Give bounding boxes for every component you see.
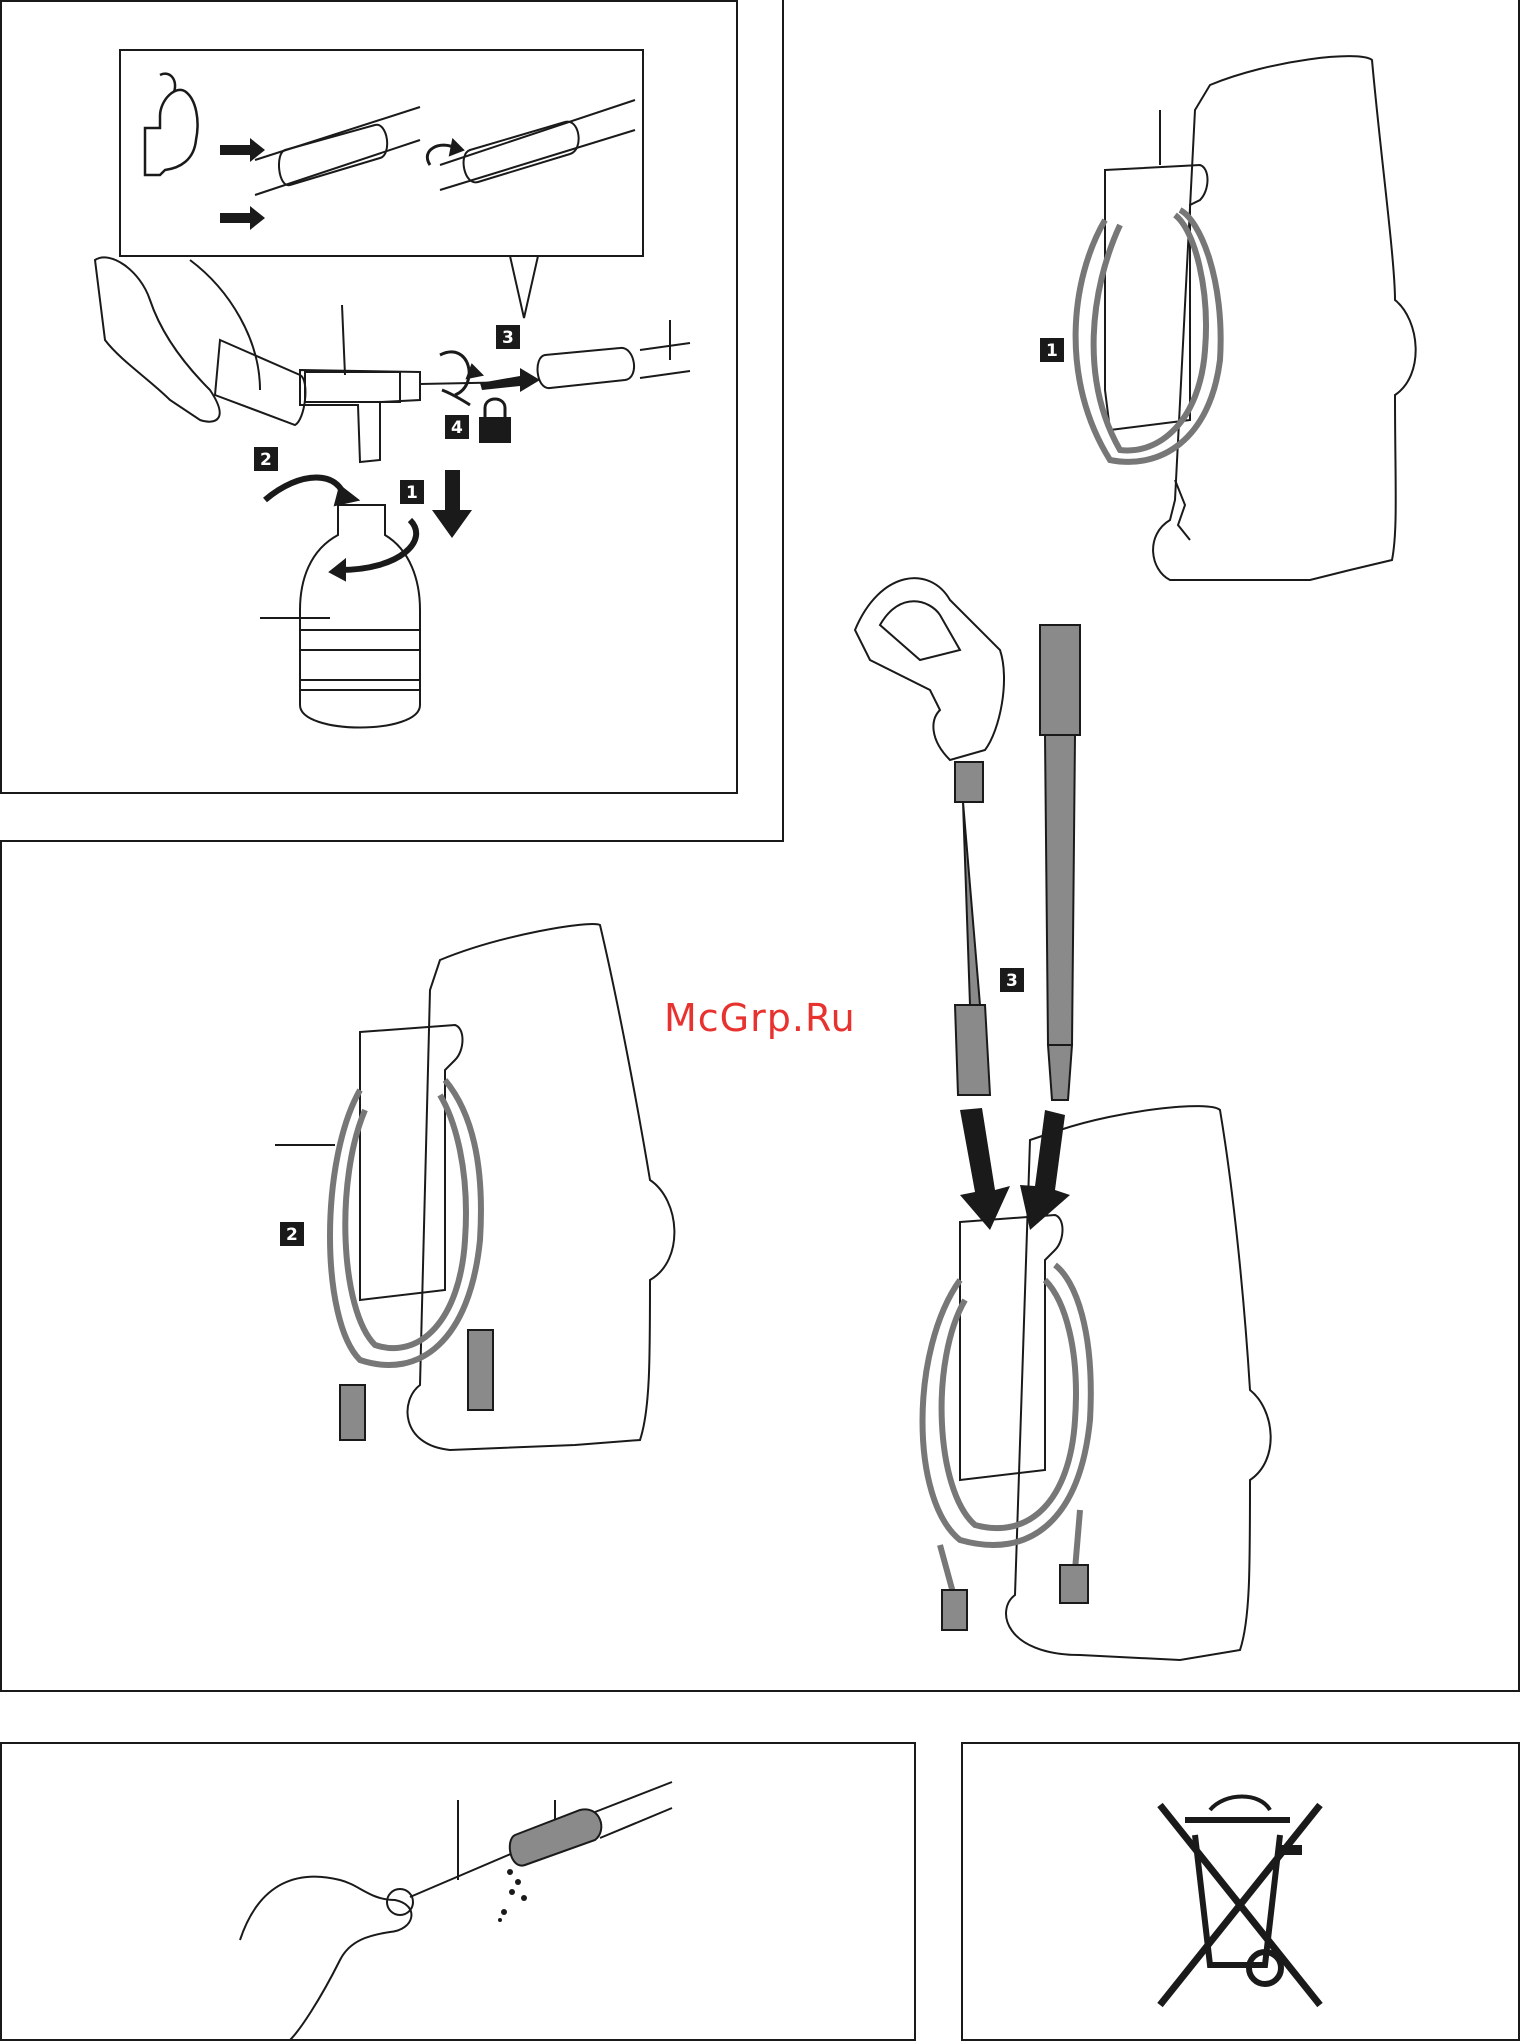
svg-text:3: 3 [502, 328, 514, 348]
push-arrows [220, 138, 265, 230]
panel-nozzle-cleaning [0, 1742, 916, 2041]
frame-border-panel3-left [0, 840, 2, 1692]
step-badge-1-right: 1 [1040, 338, 1064, 362]
machine-with-hose-top [1076, 56, 1416, 580]
step-badge-2: 2 [254, 447, 278, 471]
hose-holder-top [1105, 165, 1208, 430]
step-badge-3-right: 3 [1000, 968, 1024, 992]
panel-disposal [961, 1742, 1520, 2041]
machine-with-hose-left [275, 924, 674, 1450]
detergent-assembly-illustration [95, 50, 690, 728]
frame-border-panel3-bottom [0, 1690, 1520, 1692]
insert-arrows [960, 1108, 1070, 1230]
hand-outline [95, 257, 220, 421]
svg-text:1: 1 [1046, 341, 1058, 361]
svg-text:4: 4 [451, 418, 463, 438]
svg-text:2: 2 [286, 1225, 298, 1245]
padlock-icon [480, 399, 510, 442]
step-badge-1: 1 [400, 480, 424, 504]
hose-holder-left [360, 1025, 463, 1300]
svg-text:3: 3 [1006, 971, 1018, 991]
step-badge-3: 3 [496, 325, 520, 349]
detergent-bottle [300, 505, 420, 728]
svg-text:2: 2 [260, 450, 272, 470]
step-badge-4: 4 [445, 415, 469, 439]
t-connector [300, 370, 420, 462]
watermark: McGrp.Ru [664, 996, 856, 1040]
svg-text:1: 1 [406, 483, 418, 503]
spray-gun-and-lance [855, 578, 1080, 1100]
flexed-arm-icon [145, 74, 198, 175]
step-badge-2-left: 2 [280, 1222, 304, 1246]
hose-holder-bottom [960, 1215, 1063, 1480]
